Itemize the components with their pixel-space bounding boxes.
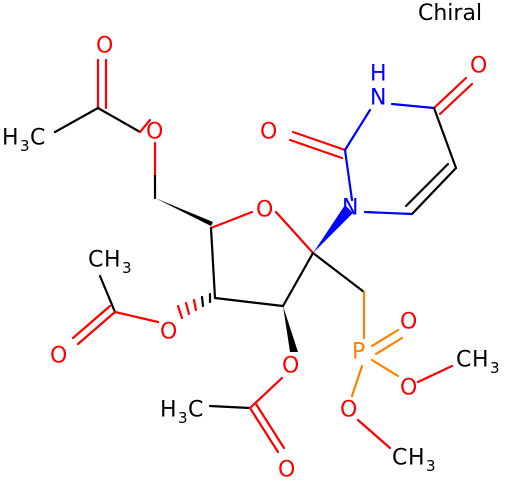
bond-n3-c4 xyxy=(390,102,436,110)
atom-o-p-double: O xyxy=(400,310,417,335)
bond-oring-c1 xyxy=(274,210,315,255)
atom-labels: Chiral O H 3 C O O H N O O N C H 3 O O O… xyxy=(2,1,500,483)
bond-cbottom-o-a xyxy=(248,406,280,454)
atom-nh-n: N xyxy=(370,86,386,111)
atom-o-ring: O xyxy=(256,198,273,223)
bond-o2-ch3 xyxy=(356,418,392,450)
bond-c-oester-left xyxy=(96,106,142,134)
wedge-c2-o xyxy=(283,306,298,352)
bond-p-o-double-b xyxy=(374,336,404,356)
atom-p: P xyxy=(352,340,365,365)
atom-h3c-bottom-h: H xyxy=(160,398,177,423)
bond-c4-o-a xyxy=(432,76,468,110)
atom-o-left-carbonyl: O xyxy=(96,34,113,59)
atom-nh-h: H xyxy=(370,62,387,87)
bond-p-o2 xyxy=(350,364,364,398)
atom-ch3-mid-h: H xyxy=(104,248,121,273)
atom-n1: N xyxy=(342,196,358,221)
bond-c2-n3 xyxy=(343,108,372,152)
bond-c4-c3 xyxy=(209,226,217,300)
bond-cmid-o-a xyxy=(76,310,117,346)
atom-ch3-p2-c: C xyxy=(392,446,407,471)
bond-c4-oring xyxy=(209,210,254,230)
atom-o-left-ester: O xyxy=(146,120,163,145)
hash-c3-o xyxy=(176,292,212,320)
bond-cmid-o-b xyxy=(71,304,112,340)
bond-c2-o-b xyxy=(288,138,344,160)
atom-o-bottom-carbonyl: O xyxy=(278,458,295,483)
atom-ch3-p1-sub: 3 xyxy=(490,359,500,377)
bond-o1-ch3 xyxy=(416,364,454,384)
atom-o-p-ome1: O xyxy=(400,376,417,401)
atom-ch3-p1-h: H xyxy=(472,348,489,373)
bond-n1-c2 xyxy=(343,148,354,202)
bond-cbottom-o-b xyxy=(254,402,286,450)
atom-o-uracil-c2: O xyxy=(260,120,277,145)
atom-o-mid-carbonyl: O xyxy=(50,344,67,369)
wedge-c1-n1 xyxy=(313,205,353,253)
atom-o-top-right: O xyxy=(470,54,487,79)
bond-cmid-ch3 xyxy=(98,274,117,314)
bond-c2-o-a xyxy=(291,130,347,152)
chiral-label: Chiral xyxy=(418,1,482,26)
atom-ch3-mid-sub: 3 xyxy=(122,259,132,277)
bond-c4-o-b xyxy=(438,82,474,116)
bond-c3-c2 xyxy=(213,296,285,308)
bond-p-o-double-a xyxy=(370,328,400,348)
atom-ch3-mid-c: C xyxy=(88,248,103,273)
bond-c1-ch2p xyxy=(311,251,366,294)
bond-c6-n1 xyxy=(363,210,414,216)
atom-o-mid-ester: O xyxy=(160,320,177,345)
bond-c2-c1 xyxy=(281,251,315,308)
bond-ch3-c-left xyxy=(53,106,100,134)
atom-h3c-left-h: H xyxy=(2,126,19,151)
atom-o-bottom-ester: O xyxy=(282,354,299,379)
atom-o-p-ome2: O xyxy=(340,398,357,423)
atom-ch3-p2-sub: 3 xyxy=(426,457,436,475)
wedge-c4-ch2 xyxy=(155,198,213,226)
bond-c4-c5 xyxy=(432,106,458,170)
atom-ch3-p2-h: H xyxy=(408,446,425,471)
bond-omid-c xyxy=(113,310,160,324)
bond-c5-c6-a xyxy=(410,166,458,216)
bond-p-o1 xyxy=(370,358,400,378)
bonds xyxy=(53,58,474,454)
atom-ch3-p1-c: C xyxy=(456,348,471,373)
bond-cbottom-ch3 xyxy=(208,404,252,410)
atom-h3c-bottom-sub: 3 xyxy=(178,409,188,427)
bond-oester-left-seg xyxy=(138,118,152,134)
bond-obottom-c xyxy=(248,376,284,410)
atom-h3c-bottom-c: C xyxy=(188,398,203,423)
bond-c5-c6-b xyxy=(404,162,450,208)
atom-h3c-left-sub: 3 xyxy=(20,137,30,155)
atom-h3c-left-c: C xyxy=(30,126,45,151)
